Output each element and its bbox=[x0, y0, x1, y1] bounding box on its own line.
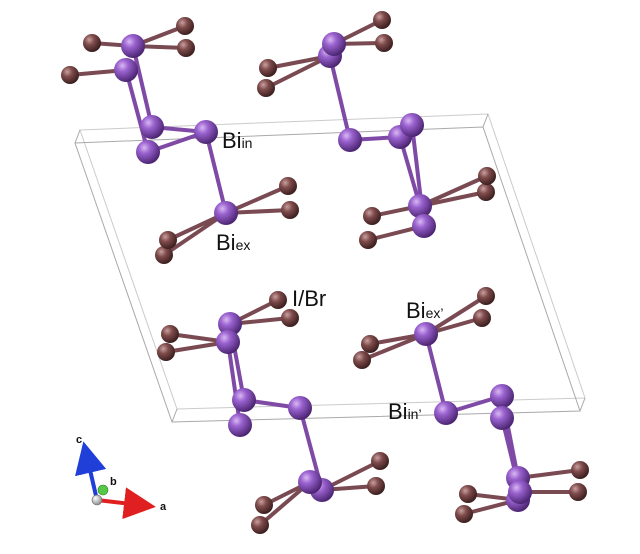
halide-atom bbox=[161, 325, 179, 343]
bismuth-atom bbox=[490, 406, 514, 430]
bi-bi-bond bbox=[226, 340, 242, 427]
halide-atom bbox=[455, 505, 473, 523]
halide-atom bbox=[176, 17, 194, 35]
halide-atom bbox=[571, 461, 589, 479]
halide-atom bbox=[367, 477, 385, 495]
axis-triad: a b c bbox=[75, 434, 167, 520]
svg-text:Biin: Biin bbox=[222, 128, 252, 153]
svg-text:Biin’: Biin’ bbox=[388, 399, 422, 424]
bismuth-atom bbox=[412, 214, 436, 238]
halide-atom bbox=[569, 483, 587, 501]
bismuth-atom bbox=[434, 401, 458, 425]
atom-layer bbox=[61, 11, 589, 534]
bismuth-atom bbox=[408, 194, 432, 218]
svg-text:Biex: Biex bbox=[216, 230, 250, 255]
bi-halide-bond bbox=[418, 174, 489, 208]
label-bi-ex: Biex bbox=[216, 230, 250, 255]
bismuth-atom bbox=[232, 388, 256, 412]
halide-atom bbox=[473, 309, 491, 327]
bismuth-atom bbox=[508, 480, 532, 504]
bi-bi-bond bbox=[328, 54, 352, 142]
b-axis-label: b bbox=[110, 476, 117, 488]
bismuth-atom bbox=[114, 58, 138, 82]
label-halide: I/Br bbox=[292, 286, 326, 311]
bi-bi-bond bbox=[204, 130, 228, 215]
halide-atom bbox=[478, 167, 496, 185]
bismuth-atom bbox=[214, 201, 238, 225]
bismuth-atom bbox=[298, 470, 322, 494]
halide-atom bbox=[281, 201, 299, 219]
halide-atom bbox=[477, 287, 495, 305]
svg-text:Biex’: Biex’ bbox=[406, 298, 443, 323]
bi-bi-bond bbox=[424, 332, 448, 415]
bismuth-atom bbox=[136, 140, 160, 164]
bismuth-atom bbox=[121, 34, 145, 58]
bi-bi-bond bbox=[131, 44, 154, 129]
halide-atom bbox=[83, 34, 101, 52]
halide-atom bbox=[177, 39, 195, 57]
svg-text:I/Br: I/Br bbox=[292, 286, 326, 311]
bismuth-atom bbox=[288, 396, 312, 420]
halide-atom bbox=[255, 496, 273, 514]
halide-atom bbox=[279, 177, 297, 195]
bi-bi-bond bbox=[124, 68, 150, 154]
bismuth-atom bbox=[228, 413, 252, 437]
halide-atom bbox=[155, 246, 173, 264]
halide-atom bbox=[251, 516, 269, 534]
label-bi-in-prime: Biin’ bbox=[388, 399, 422, 424]
halide-atom bbox=[459, 485, 477, 503]
origin-marker bbox=[91, 494, 103, 506]
halide-atom bbox=[159, 231, 177, 249]
bismuth-atom bbox=[216, 330, 240, 354]
a-axis-label: a bbox=[160, 501, 167, 513]
bismuth-atom bbox=[322, 32, 346, 56]
halide-atom bbox=[257, 79, 275, 97]
halide-atom bbox=[361, 335, 379, 353]
label-bi-in: Biin bbox=[222, 128, 252, 153]
bismuth-atom bbox=[400, 113, 424, 137]
halide-atom bbox=[259, 59, 277, 77]
halide-atom bbox=[269, 291, 287, 309]
halide-atom bbox=[371, 452, 389, 470]
halide-atom bbox=[477, 183, 495, 201]
halide-atom bbox=[375, 34, 393, 52]
halide-atom bbox=[353, 351, 371, 369]
c-axis-arrow bbox=[75, 441, 107, 501]
a-axis-arrow bbox=[96, 487, 156, 520]
bismuth-atom bbox=[490, 384, 514, 408]
halide-atom bbox=[61, 66, 79, 84]
halide-atom bbox=[359, 231, 377, 249]
bismuth-atom bbox=[338, 128, 362, 152]
halide-atom bbox=[363, 207, 381, 225]
c-axis-label: c bbox=[76, 434, 82, 446]
b-axis-marker bbox=[97, 484, 109, 496]
halide-atom bbox=[281, 309, 299, 327]
halide-atom bbox=[157, 343, 175, 361]
label-bi-ex-prime: Biex’ bbox=[406, 298, 443, 323]
bismuth-atom bbox=[140, 115, 164, 139]
bismuth-atom bbox=[194, 120, 218, 144]
bond-layer bbox=[68, 18, 582, 527]
halide-atom bbox=[373, 11, 391, 29]
bismuth-atom bbox=[218, 312, 242, 336]
bismuth-atom bbox=[414, 322, 438, 346]
